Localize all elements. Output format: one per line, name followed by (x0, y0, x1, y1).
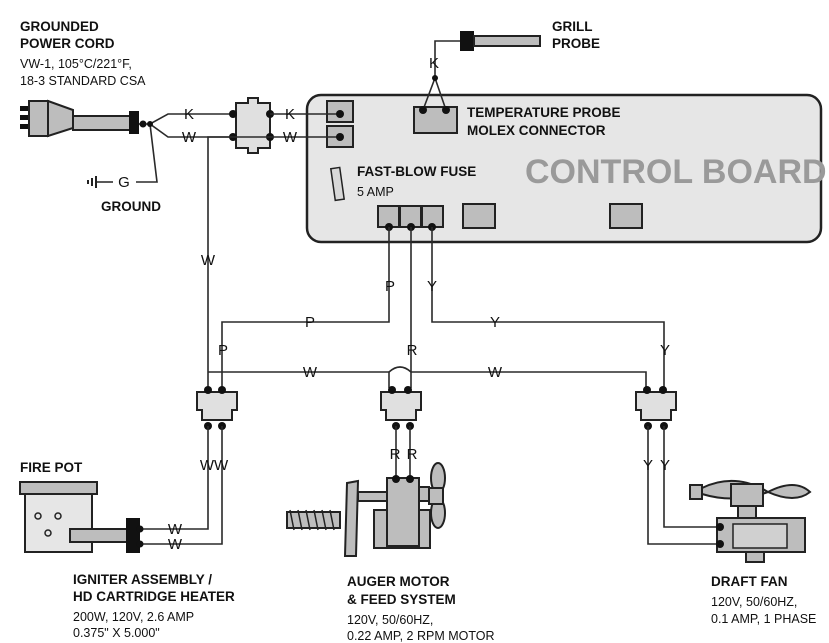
wire-label-w-cord: W (182, 129, 197, 146)
wire-label-w-bus-2: W (303, 364, 318, 381)
wire-label-y-1: Y (427, 278, 437, 295)
auger-title-1: AUGER MOTOR (347, 574, 450, 589)
wire-label-p-1: P (385, 278, 395, 295)
grill-probe-title-1: GRILL (552, 19, 593, 34)
wire-label-w-ign-1: W (168, 521, 183, 538)
draft-fan-spec-1: 120V, 50/60HZ, (711, 595, 797, 609)
draft-fan-title: DRAFT FAN (711, 574, 788, 589)
power-cord-title-2: POWER CORD (20, 36, 115, 51)
igniter-title-1: IGNITER ASSEMBLY / (73, 572, 212, 587)
wire-label-ww: WW (200, 457, 229, 474)
draft-fan-spec-2: 0.1 AMP, 1 PHASE (711, 612, 816, 626)
wire-label-k-cord: K (184, 106, 194, 123)
fan-connector-icon (635, 386, 677, 430)
power-connector-icon (229, 97, 274, 154)
ground-icon (87, 176, 113, 188)
auger-title-2: & FEED SYSTEM (347, 592, 456, 607)
igniter-spec-2: 0.375" X 5.000" (73, 626, 160, 640)
fuse-title: FAST-BLOW FUSE (357, 164, 476, 179)
wire-label-w-ign-2: W (168, 536, 183, 553)
wire-label-w-board: W (283, 129, 298, 146)
fire-pot-title: FIRE POT (20, 460, 83, 475)
temp-probe-title-1: TEMPERATURE PROBE (467, 105, 621, 120)
power-cord-spec-2: 18-3 STANDARD CSA (20, 74, 146, 88)
wire-label-p-2: P (305, 314, 315, 331)
control-board: CONTROL BOARD (305, 93, 827, 244)
wire-label-k-probe: K (429, 55, 439, 72)
grill-probe-icon (460, 31, 541, 51)
fuse-rating: 5 AMP (357, 185, 394, 199)
power-cord-title-1: GROUNDED (20, 19, 99, 34)
ground-label: GROUND (101, 199, 161, 214)
power-cord-spec-1: VW-1, 105°C/221°F, (20, 57, 132, 71)
fire-pot-icon (19, 481, 98, 553)
wire-label-y-fan-1: Y (643, 457, 653, 474)
wire-label-r-1: R (407, 342, 418, 359)
grill-probe-title-2: PROBE (552, 36, 600, 51)
wire-label-p-3: P (218, 342, 228, 359)
wire-label-k-board: K (285, 106, 295, 123)
auger-motor-icon (286, 462, 446, 557)
wire-label-y-2: Y (490, 314, 500, 331)
power-plug-icon (20, 99, 139, 138)
temp-probe-title-2: MOLEX CONNECTOR (467, 123, 606, 138)
fuse-icon (329, 166, 346, 202)
auger-spec-1: 120V, 50/60HZ, (347, 613, 433, 627)
wire-label-g: G (118, 174, 130, 191)
wire-label-r-auger-1: R (390, 446, 401, 463)
wire-label-y-3: Y (660, 342, 670, 359)
wire-label-w-bus-3: W (488, 364, 503, 381)
auger-spec-2: 0.22 AMP, 2 RPM MOTOR (347, 629, 495, 643)
wire-label-w-bus: W (201, 252, 216, 269)
wire-label-r-auger-2: R (407, 446, 418, 463)
igniter-connector-icon (196, 386, 238, 430)
igniter-icon (69, 518, 144, 553)
wire-label-y-fan-2: Y (660, 457, 670, 474)
board-chip-2 (609, 203, 643, 229)
draft-fan-icon (689, 479, 812, 563)
control-board-title: CONTROL BOARD (525, 153, 827, 191)
board-chip-1 (462, 203, 496, 229)
igniter-spec-1: 200W, 120V, 2.6 AMP (73, 610, 194, 624)
igniter-title-2: HD CARTRIDGE HEATER (73, 589, 235, 604)
auger-connector-icon (380, 386, 422, 430)
